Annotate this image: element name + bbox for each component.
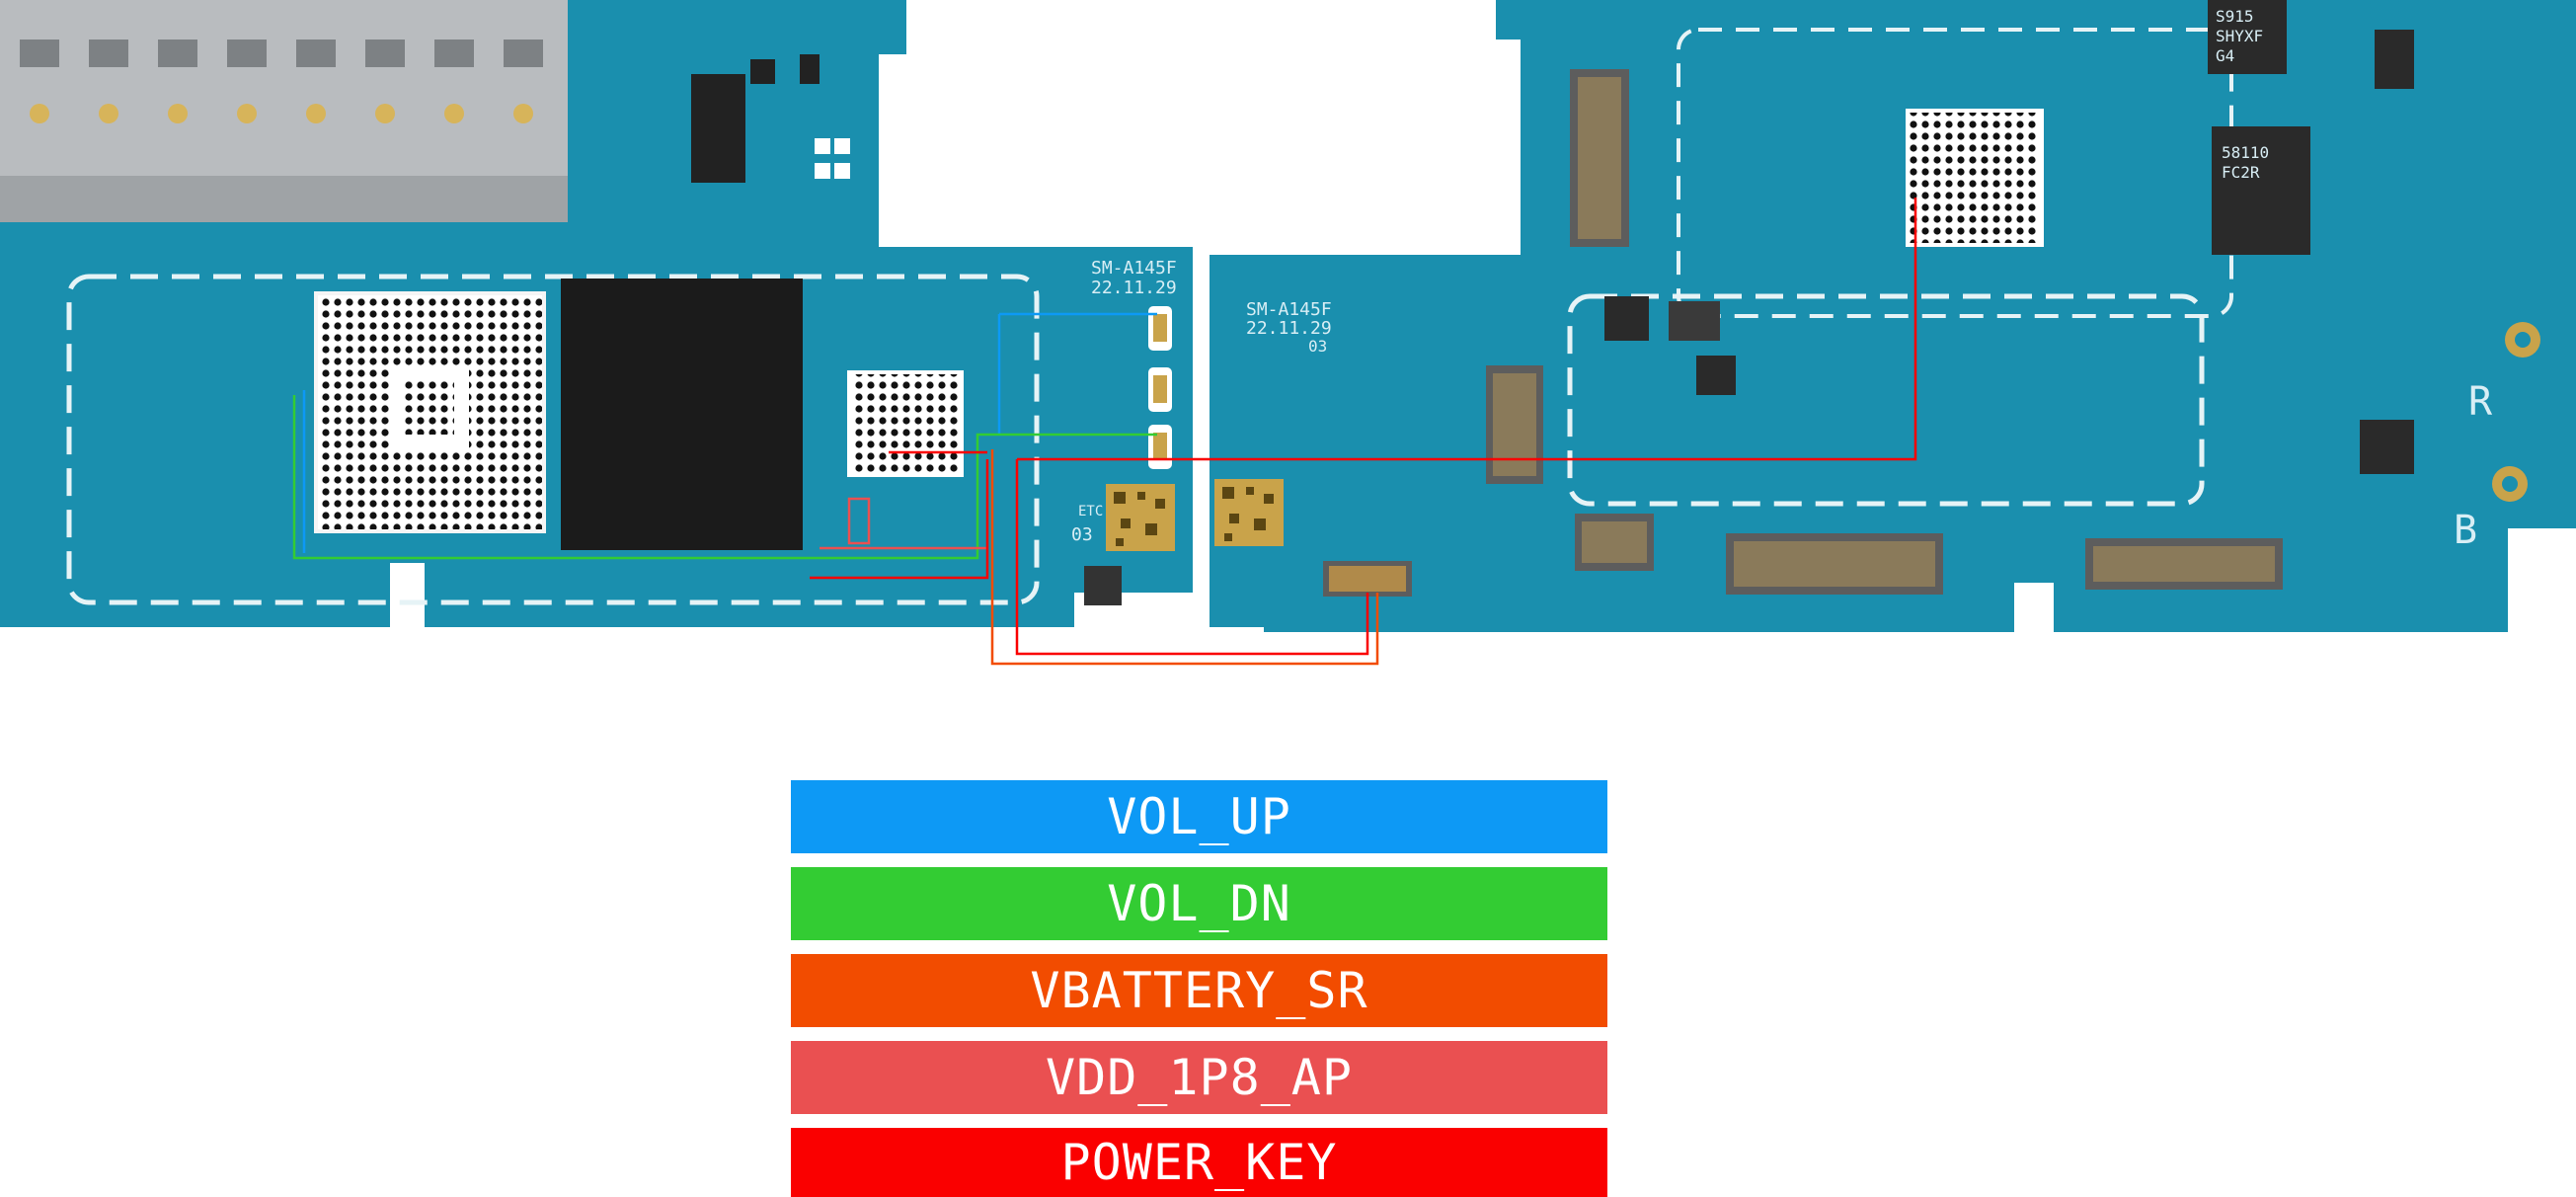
silkscreen-outline-left [66, 274, 1040, 605]
silk-date-left: 22.11.29 [1091, 278, 1177, 298]
legend-vol-dn: VOL_DN [791, 867, 1607, 940]
chip-text-5: FC2R [2222, 163, 2260, 182]
antenna-label-r: R [2468, 379, 2493, 425]
silk-etc: ETC [1078, 504, 1103, 519]
trace-vbattery-sr [990, 449, 1379, 666]
ic-58110 [2212, 126, 2310, 255]
ic-s915 [2208, 0, 2287, 74]
memory-chip [561, 279, 803, 550]
legend-power-key: POWER_KEY [791, 1128, 1607, 1197]
chip-text-4: 58110 [2222, 143, 2269, 162]
trace-vol-up [302, 312, 1157, 553]
trace-power-key [810, 198, 1917, 656]
silkscreen-outline-right [1567, 293, 2205, 507]
legend-vol-up: VOL_UP [791, 780, 1607, 853]
trace-vdd-1p8-ap [820, 497, 987, 550]
trace-vol-dn [292, 395, 1157, 560]
chip-text-3: G4 [2216, 46, 2234, 65]
silk-date-right: 22.11.29 [1246, 318, 1332, 339]
silk-model-right: SM-A145F [1246, 299, 1332, 320]
chip-text-2: SHYXF [2216, 27, 2263, 45]
silk-rev-right: 03 [1308, 337, 1327, 356]
legend-vbattery-sr: VBATTERY_SR [791, 954, 1607, 1027]
silk-model-left: SM-A145F [1091, 258, 1177, 279]
silk-rev-left: 03 [1071, 524, 1093, 545]
antenna-label-b: B [2454, 508, 2477, 553]
legend-vdd-1p8-ap: VDD_1P8_AP [791, 1041, 1607, 1114]
chip-text-1: S915 [2216, 7, 2254, 26]
